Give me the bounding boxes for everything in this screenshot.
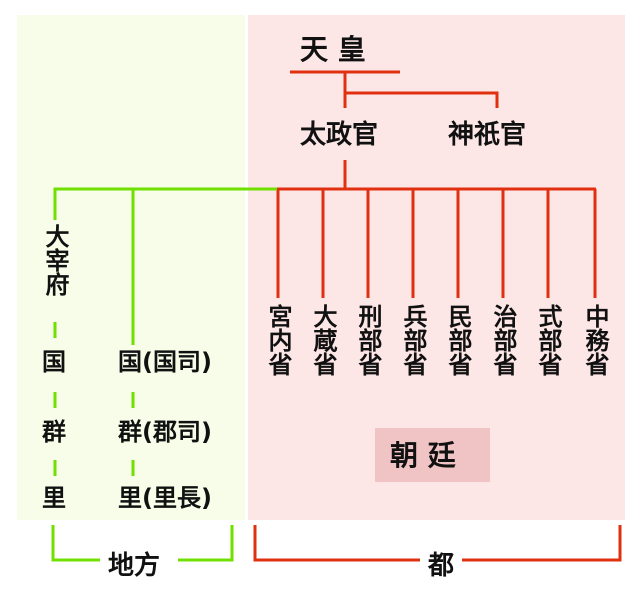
local-panel	[17, 15, 245, 520]
court-box	[375, 428, 490, 482]
local-bracket-label: 地方	[108, 551, 161, 581]
emperor-label: 天 皇	[300, 33, 366, 66]
ministry-label: 兵部省	[399, 304, 427, 376]
ministry-label: 治部省	[489, 304, 517, 376]
kuni-kokushi-label: 国(国司)	[118, 348, 212, 376]
gun-gunji-label: 群(郡司)	[118, 418, 212, 446]
ministry-label: 大蔵省	[309, 304, 337, 376]
court-label: 朝 廷	[390, 439, 456, 472]
sato-richo-label: 里(里長)	[118, 484, 212, 512]
ministry-label: 式部省	[534, 304, 562, 376]
ministry-label: 宮内省	[264, 304, 292, 376]
ministry-label: 中務省	[581, 304, 609, 376]
capital-bracket-label: 都	[428, 551, 455, 581]
kuni-label: 国	[42, 348, 66, 376]
daijokan-label: 太政官	[300, 120, 379, 150]
dazaifu-label: 大宰府	[41, 224, 69, 296]
ministry-label: 民部省	[444, 304, 472, 376]
gun-label: 群	[42, 418, 66, 446]
jingikan-label: 神祇官	[448, 120, 527, 150]
sato-label: 里	[42, 484, 66, 512]
ministry-label: 刑部省	[354, 304, 382, 376]
